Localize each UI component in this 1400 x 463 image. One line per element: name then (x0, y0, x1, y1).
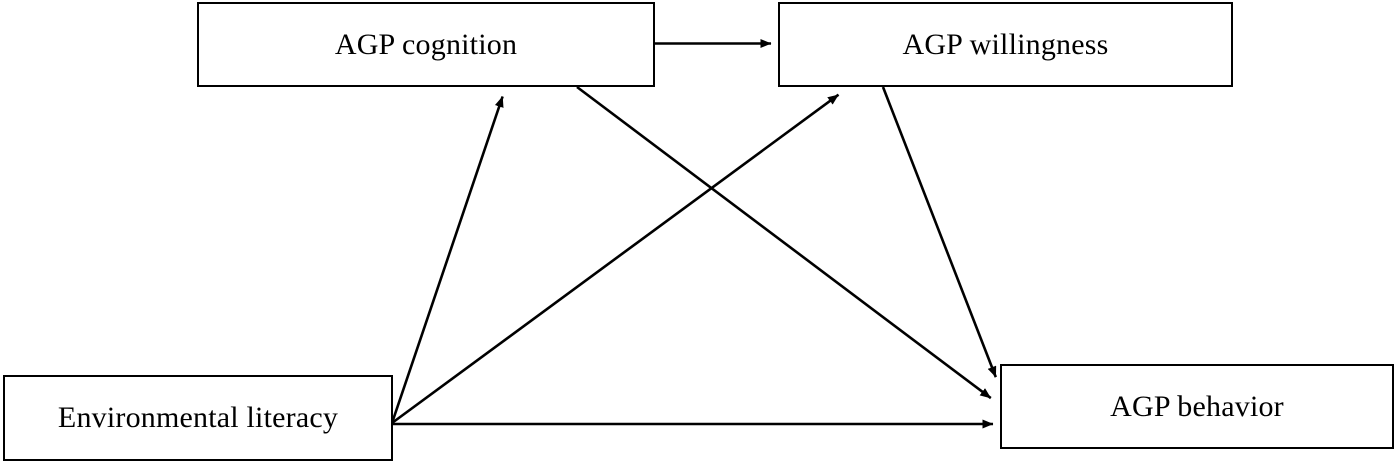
node-agp-willingness[interactable]: AGP willingness (778, 2, 1233, 87)
node-agp-behavior[interactable]: AGP behavior (1000, 364, 1394, 449)
node-label-agp-willingness: AGP willingness (902, 27, 1109, 61)
edge-literacy-to-cognition (390, 96, 504, 424)
edge-cognition-to-behavior (576, 85, 992, 400)
edge-willingness-to-behavior (881, 86, 998, 378)
node-label-agp-behavior: AGP behavior (1110, 389, 1284, 423)
node-agp-cognition[interactable]: AGP cognition (197, 2, 655, 87)
node-label-environmental-literacy: Environmental literacy (57, 401, 339, 434)
node-environmental-literacy[interactable]: Environmental literacy (3, 375, 393, 461)
edge-literacy-to-willingness (391, 93, 840, 425)
node-label-agp-cognition: AGP cognition (334, 27, 518, 61)
